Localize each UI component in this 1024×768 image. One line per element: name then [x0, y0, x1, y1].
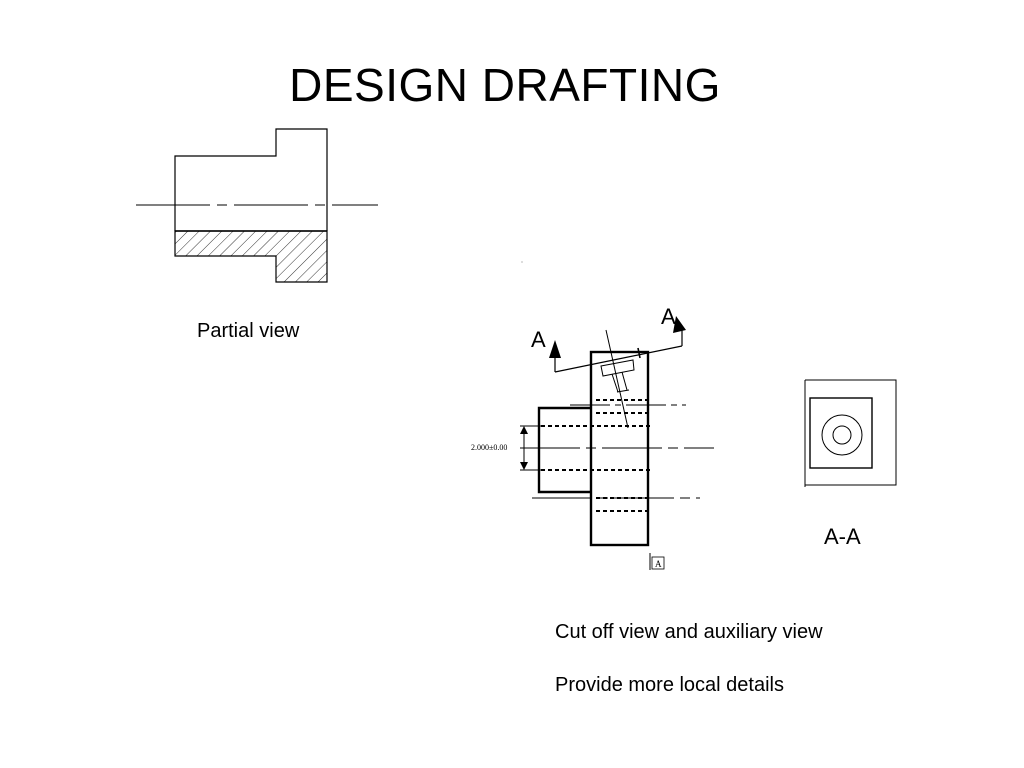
datum-box	[651, 556, 665, 570]
aa-outer-frame	[805, 379, 897, 486]
datum-label: A	[655, 559, 662, 569]
aa-inner-circle	[832, 425, 852, 445]
partial-view-hatched-section	[174, 230, 328, 283]
partial-view-upper-outline	[174, 128, 328, 231]
dimension-arrow-up	[520, 426, 528, 434]
section-label-right: A	[661, 304, 676, 329]
dimension-arrow-down	[520, 462, 528, 470]
caption-partial-view: Partial view	[197, 320, 300, 342]
aa-outer-circle	[821, 414, 863, 456]
caption-section-aa: A-A	[824, 524, 861, 549]
section-label-left: A	[531, 327, 546, 352]
left-boss	[537, 406, 591, 494]
dimension-text: 2.000±0.00	[471, 443, 507, 452]
hidden-lines	[541, 399, 652, 512]
cutting-arrow-right	[673, 316, 686, 333]
stray-dot	[521, 261, 523, 263]
caption-local-details: Provide more local details	[555, 674, 784, 696]
dimension-lines	[520, 425, 541, 471]
slide-title: DESIGN DRAFTING	[289, 59, 721, 111]
section-view-aa-drawing	[804, 379, 897, 487]
center-lines	[520, 404, 714, 499]
caption-cut-off-view: Cut off view and auxiliary view	[555, 621, 823, 643]
bolt-detail	[600, 329, 641, 429]
partial-view-drawing	[136, 128, 378, 283]
cut-off-view-drawing	[520, 316, 714, 570]
cutting-plane	[554, 330, 683, 373]
aa-inner-frame	[809, 397, 873, 469]
cutting-arrow-left	[549, 340, 561, 358]
